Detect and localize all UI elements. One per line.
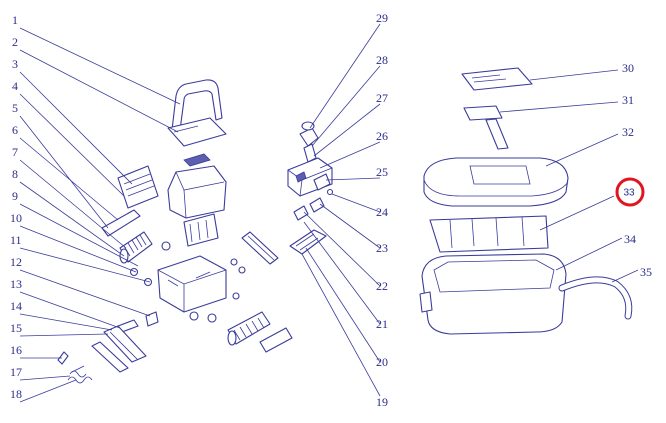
power-supply-base-part xyxy=(421,253,567,335)
part-number-22: 22 xyxy=(376,279,388,293)
part-number-27: 27 xyxy=(376,91,388,105)
part-number-2: 2 xyxy=(12,35,18,49)
wheel-hub-part xyxy=(232,292,240,300)
long-rail-part xyxy=(103,325,147,363)
side-rail-part xyxy=(241,231,279,265)
track-bar-part xyxy=(91,341,129,373)
part-number-labels: 1 2 3 4 5 6 7 8 9 10 11 12 13 14 15 16 1… xyxy=(10,11,652,409)
power-supply-assembly xyxy=(419,67,633,335)
roller-tube-part xyxy=(259,327,293,353)
top-connector-part xyxy=(183,153,211,167)
part-number-12: 12 xyxy=(10,255,22,269)
brush-roller-right-part xyxy=(227,311,271,346)
part-number-32: 32 xyxy=(622,125,634,139)
gear-part xyxy=(293,205,309,221)
part-number-11: 11 xyxy=(10,233,22,247)
bearing-part xyxy=(238,266,246,274)
part-number-5: 5 xyxy=(12,101,18,115)
motor-shaft-part xyxy=(303,143,317,163)
wheel-hub-part xyxy=(189,311,199,321)
power-supply-lid-part xyxy=(423,157,569,207)
part-number-13: 13 xyxy=(10,277,22,291)
part-number-17: 17 xyxy=(10,365,22,379)
leader-lines xyxy=(19,23,639,403)
part-number-31: 31 xyxy=(622,93,634,107)
part-number-20: 20 xyxy=(376,355,388,369)
part-number-3: 3 xyxy=(12,57,18,71)
part-number-24: 24 xyxy=(376,205,388,219)
handle-part xyxy=(171,79,223,131)
highlight-circle xyxy=(615,177,645,207)
part-number-7: 7 xyxy=(12,145,18,159)
part-number-6: 6 xyxy=(12,123,18,137)
spring-part xyxy=(67,370,93,384)
part-number-29: 29 xyxy=(376,11,388,25)
handle-plate-part xyxy=(167,117,227,147)
part-number-21: 21 xyxy=(376,317,388,331)
part-number-10: 10 xyxy=(10,211,22,225)
bearing-cap-part xyxy=(161,241,171,251)
motor-assembly xyxy=(287,121,334,255)
motor-cap-part xyxy=(313,173,331,191)
part-number-30: 30 xyxy=(622,61,634,75)
upper-housing-part xyxy=(167,165,227,219)
label-sticker-part xyxy=(463,105,503,121)
bracket-bar-part xyxy=(101,209,141,237)
part-number-19: 19 xyxy=(376,395,388,409)
clip-part xyxy=(145,311,159,327)
coupling-part xyxy=(309,197,325,213)
part-number-18: 18 xyxy=(10,387,22,401)
bearing-part xyxy=(230,258,238,266)
wheel-hub-part xyxy=(207,313,217,323)
part-number-9: 9 xyxy=(12,189,18,203)
part-number-25: 25 xyxy=(376,165,388,179)
screw-part xyxy=(326,188,334,196)
bearing-cap-part xyxy=(129,267,139,277)
lower-chassis-part xyxy=(157,255,227,313)
part-number-35: 35 xyxy=(640,265,652,279)
side-filter-panel-part xyxy=(117,165,159,209)
part-number-8: 8 xyxy=(12,167,18,181)
part-number-26: 26 xyxy=(376,129,388,143)
pin-part xyxy=(57,351,69,365)
part-number-34: 34 xyxy=(624,232,636,246)
part-number-33: 33 xyxy=(624,188,636,199)
control-panel-part xyxy=(461,67,533,91)
part-number-4: 4 xyxy=(12,79,18,93)
part-number-16: 16 xyxy=(10,343,22,357)
part-number-23: 23 xyxy=(376,241,388,255)
part-number-1: 1 xyxy=(12,13,18,27)
bearing-cap-part xyxy=(143,277,153,287)
part-number-15: 15 xyxy=(10,321,22,335)
robot-body-assembly xyxy=(57,79,293,384)
part-number-14: 14 xyxy=(10,299,22,313)
motor-tray-part xyxy=(289,229,327,255)
part-number-28: 28 xyxy=(376,53,388,67)
impeller-part xyxy=(299,127,319,147)
grill-panel-part xyxy=(183,213,219,247)
internal-frame-part xyxy=(429,215,549,253)
